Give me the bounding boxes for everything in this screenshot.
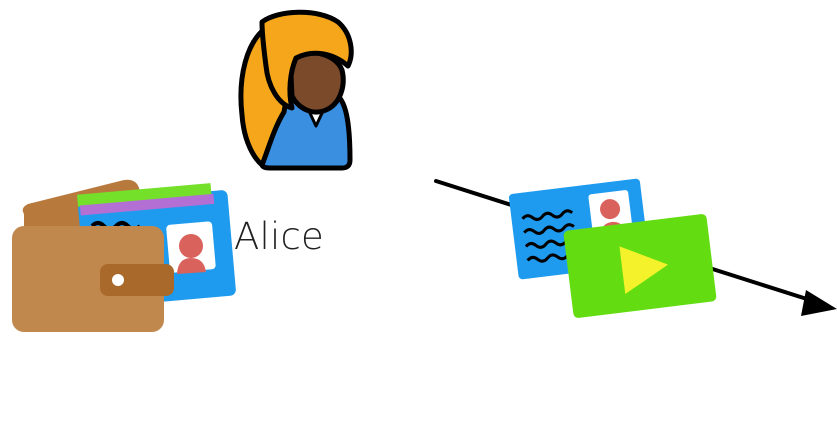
wallet-icon (12, 180, 236, 332)
user-avatar-icon (241, 12, 351, 168)
transit-play-card-icon (563, 214, 717, 319)
persona-name-label: Alice (234, 213, 324, 261)
